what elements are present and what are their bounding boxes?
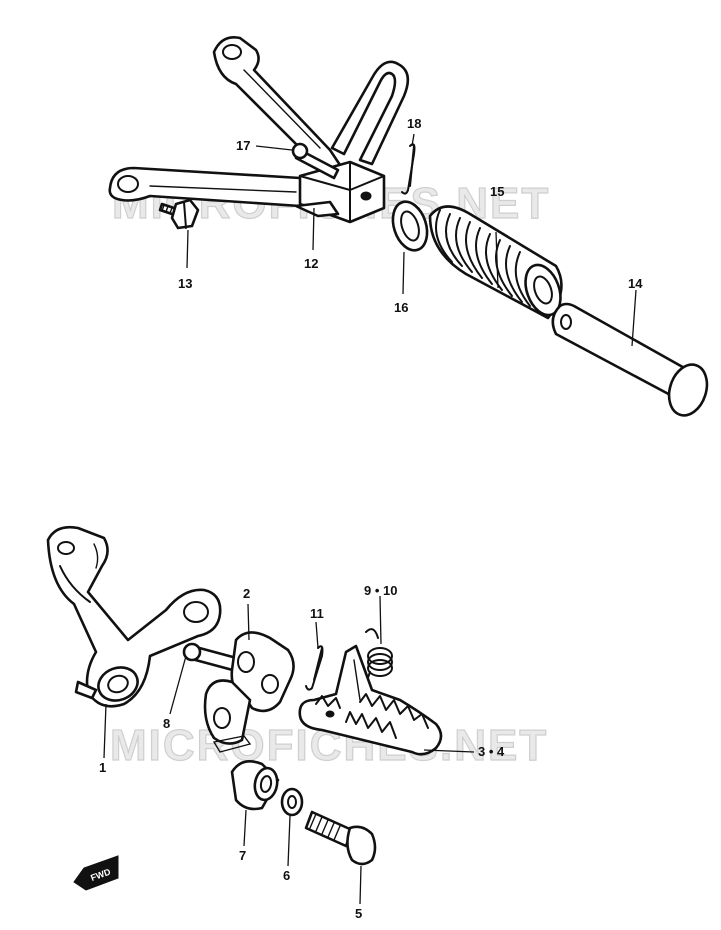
footrest-part-3-4 [298,644,443,756]
washer-part-16 [391,200,429,252]
callout-1: 1 [99,760,106,775]
callout-17: 17 [236,138,250,153]
cotter-pin-part-11 [305,645,324,691]
callout-18: 18 [407,116,421,131]
leader-lines [103,133,637,905]
callout-9-10: 9 • 10 [364,583,397,598]
callout-14: 14 [628,276,643,291]
rear-footrest-bracket-part-12 [108,36,410,224]
callout-7: 7 [239,848,246,863]
bolt-part-5 [304,810,377,866]
callout-16: 16 [394,300,408,315]
callout-13: 13 [178,276,192,291]
callout-2: 2 [243,586,250,601]
callout-5: 5 [355,906,362,921]
bolt-part-13 [158,198,200,230]
footrest-pin-part-14 [551,302,709,417]
footrest-holder-part-2 [203,631,295,753]
pin-part-17 [291,142,340,180]
callout-6: 6 [283,868,290,883]
callout-15: 15 [490,184,504,199]
callout-8: 8 [163,716,170,731]
footrest-bracket-part-1 [46,525,222,708]
forward-direction-icon: FWD [73,855,119,891]
callout-12: 12 [304,256,318,271]
callout-11: 11 [310,606,324,621]
footrest-rubber-part-15 [428,205,563,320]
washer-part-6 [280,787,304,817]
callout-3-4: 3 • 4 [478,744,505,759]
callout-labels: 17 18 13 12 16 15 14 2 9 • 10 11 8 1 3 •… [99,116,643,921]
collar-part-7 [230,760,280,811]
